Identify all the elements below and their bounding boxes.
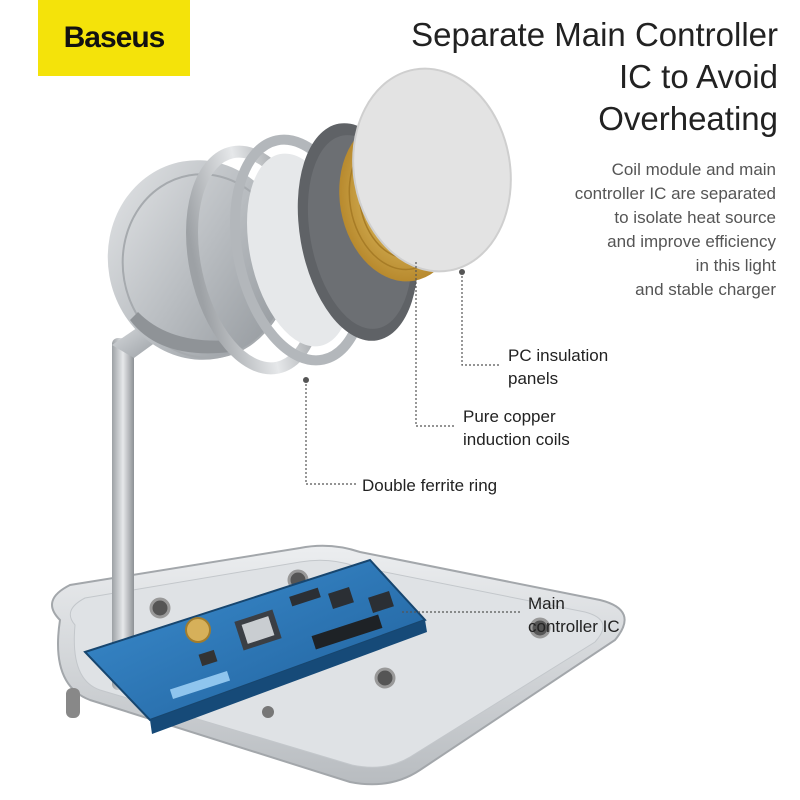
pcb-board [83,558,427,734]
callout-ferrite-ring-line-1: Double ferrite ring [362,476,498,495]
headline-line-3: Overheating [598,100,778,137]
callout-main-ic-line-1: Main [528,594,565,613]
callout-copper-coils: Pure copper induction coils [463,405,570,451]
callout-pc-insulation-line-2: panels [508,369,559,388]
leader-copper-coils [415,262,455,427]
pc-insulation-panel [352,67,512,275]
headline: Separate Main Controller IC to Avoid Ove… [358,14,778,140]
callout-main-ic-line-2: controller IC [528,617,620,636]
description-line-5: in this light [695,256,776,275]
description-line-1: Coil module and main [611,160,776,179]
headline-line-1: Separate Main Controller [411,16,778,53]
callout-main-ic: Main controller IC [528,592,620,638]
base-plate [51,544,626,786]
brand-logo: Baseus [38,0,190,76]
description-line-3: to isolate heat source [614,208,776,227]
description: Coil module and main controller IC are s… [476,158,776,302]
leader-ferrite-ring [305,380,356,485]
headline-line-2: IC to Avoid [619,58,778,95]
callout-copper-coils-line-2: induction coils [463,430,570,449]
description-line-6: and stable charger [635,280,776,299]
description-line-4: and improve efficiency [607,232,776,251]
leader-pc-insulation [461,272,500,366]
callout-ferrite-ring: Double ferrite ring [362,474,497,497]
description-line-2: controller IC are separated [574,184,776,203]
leader-lines [305,262,520,613]
callout-copper-coils-line-1: Pure copper [463,407,556,426]
brand-name: Baseus [63,21,166,54]
callout-pc-insulation-line-1: PC insulation [508,346,609,365]
callout-pc-insulation: PC insulation panels [508,344,608,390]
